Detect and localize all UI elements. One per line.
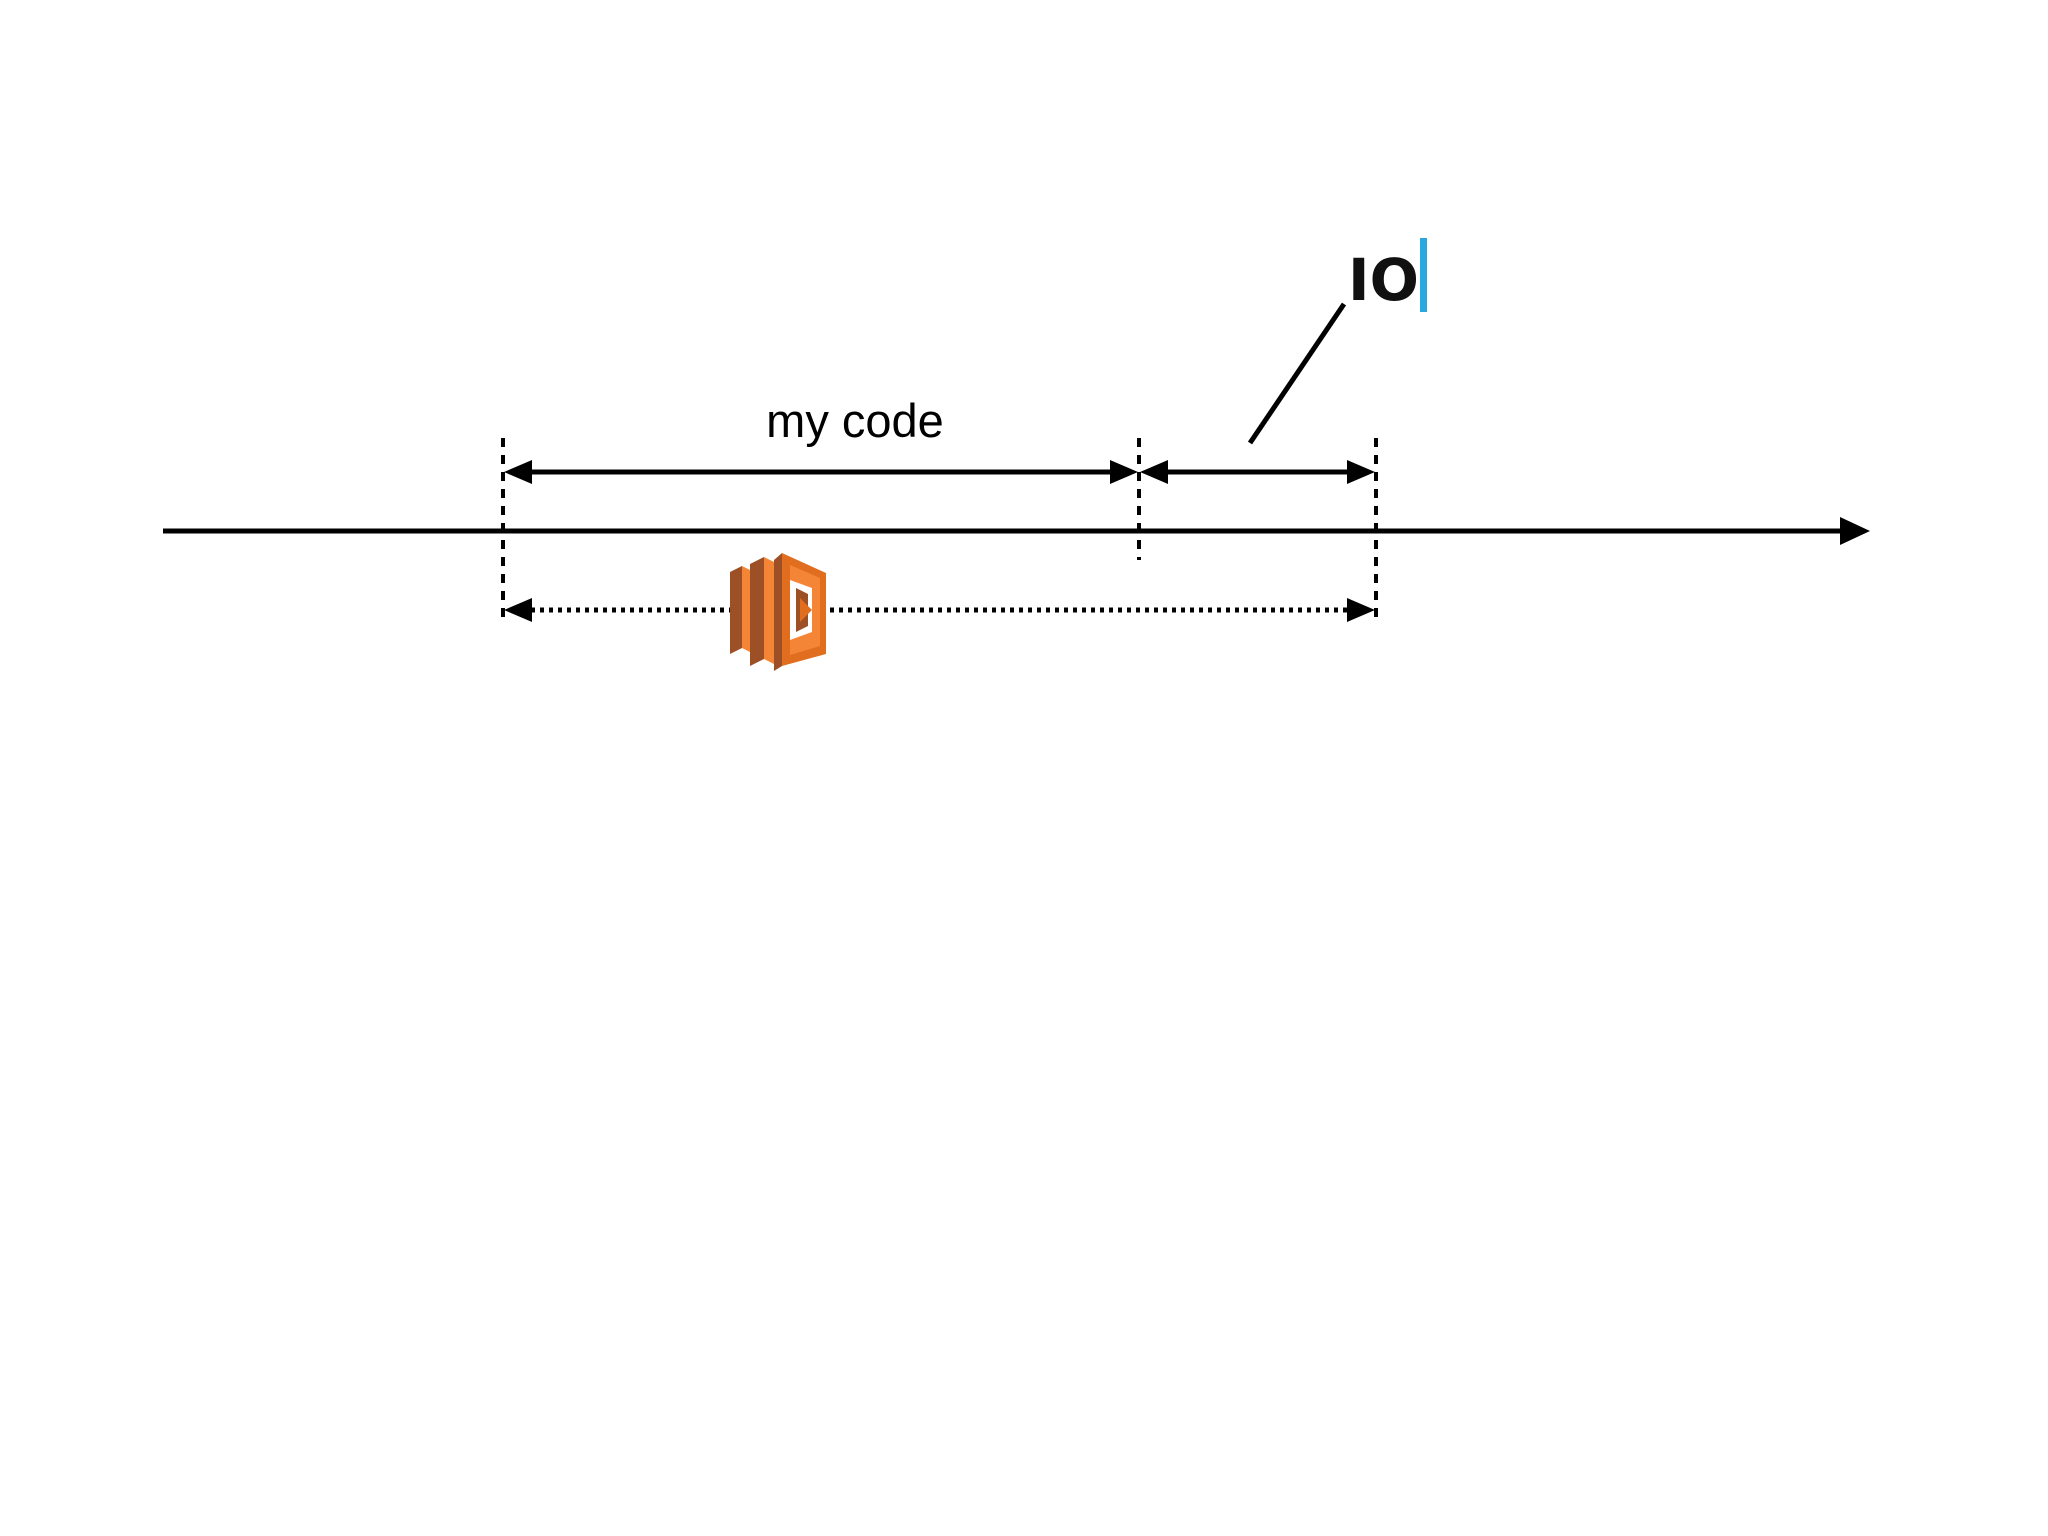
my-code-span-arrow [504, 460, 1138, 484]
io-left-arrowhead [1140, 460, 1168, 484]
boundary-markers [501, 438, 1378, 624]
io-callout-leader [1247, 302, 1347, 445]
io-span-arrow [1140, 460, 1375, 484]
io-right-arrowhead [1347, 460, 1375, 484]
time-axis-arrowhead [1840, 517, 1870, 545]
lambda-duration-left-arrowhead [504, 598, 532, 622]
my-code-label: my code [766, 394, 944, 447]
my-code-left-arrowhead [504, 460, 532, 484]
lambda-duration-arrow [504, 598, 1375, 622]
io-label: IO [1348, 246, 1419, 314]
my-code-right-arrowhead [1110, 460, 1138, 484]
io-text-cursor [1420, 238, 1427, 312]
time-axis [163, 517, 1870, 545]
aws-lambda-icon [730, 553, 826, 671]
lambda-duration-right-arrowhead [1347, 598, 1375, 622]
